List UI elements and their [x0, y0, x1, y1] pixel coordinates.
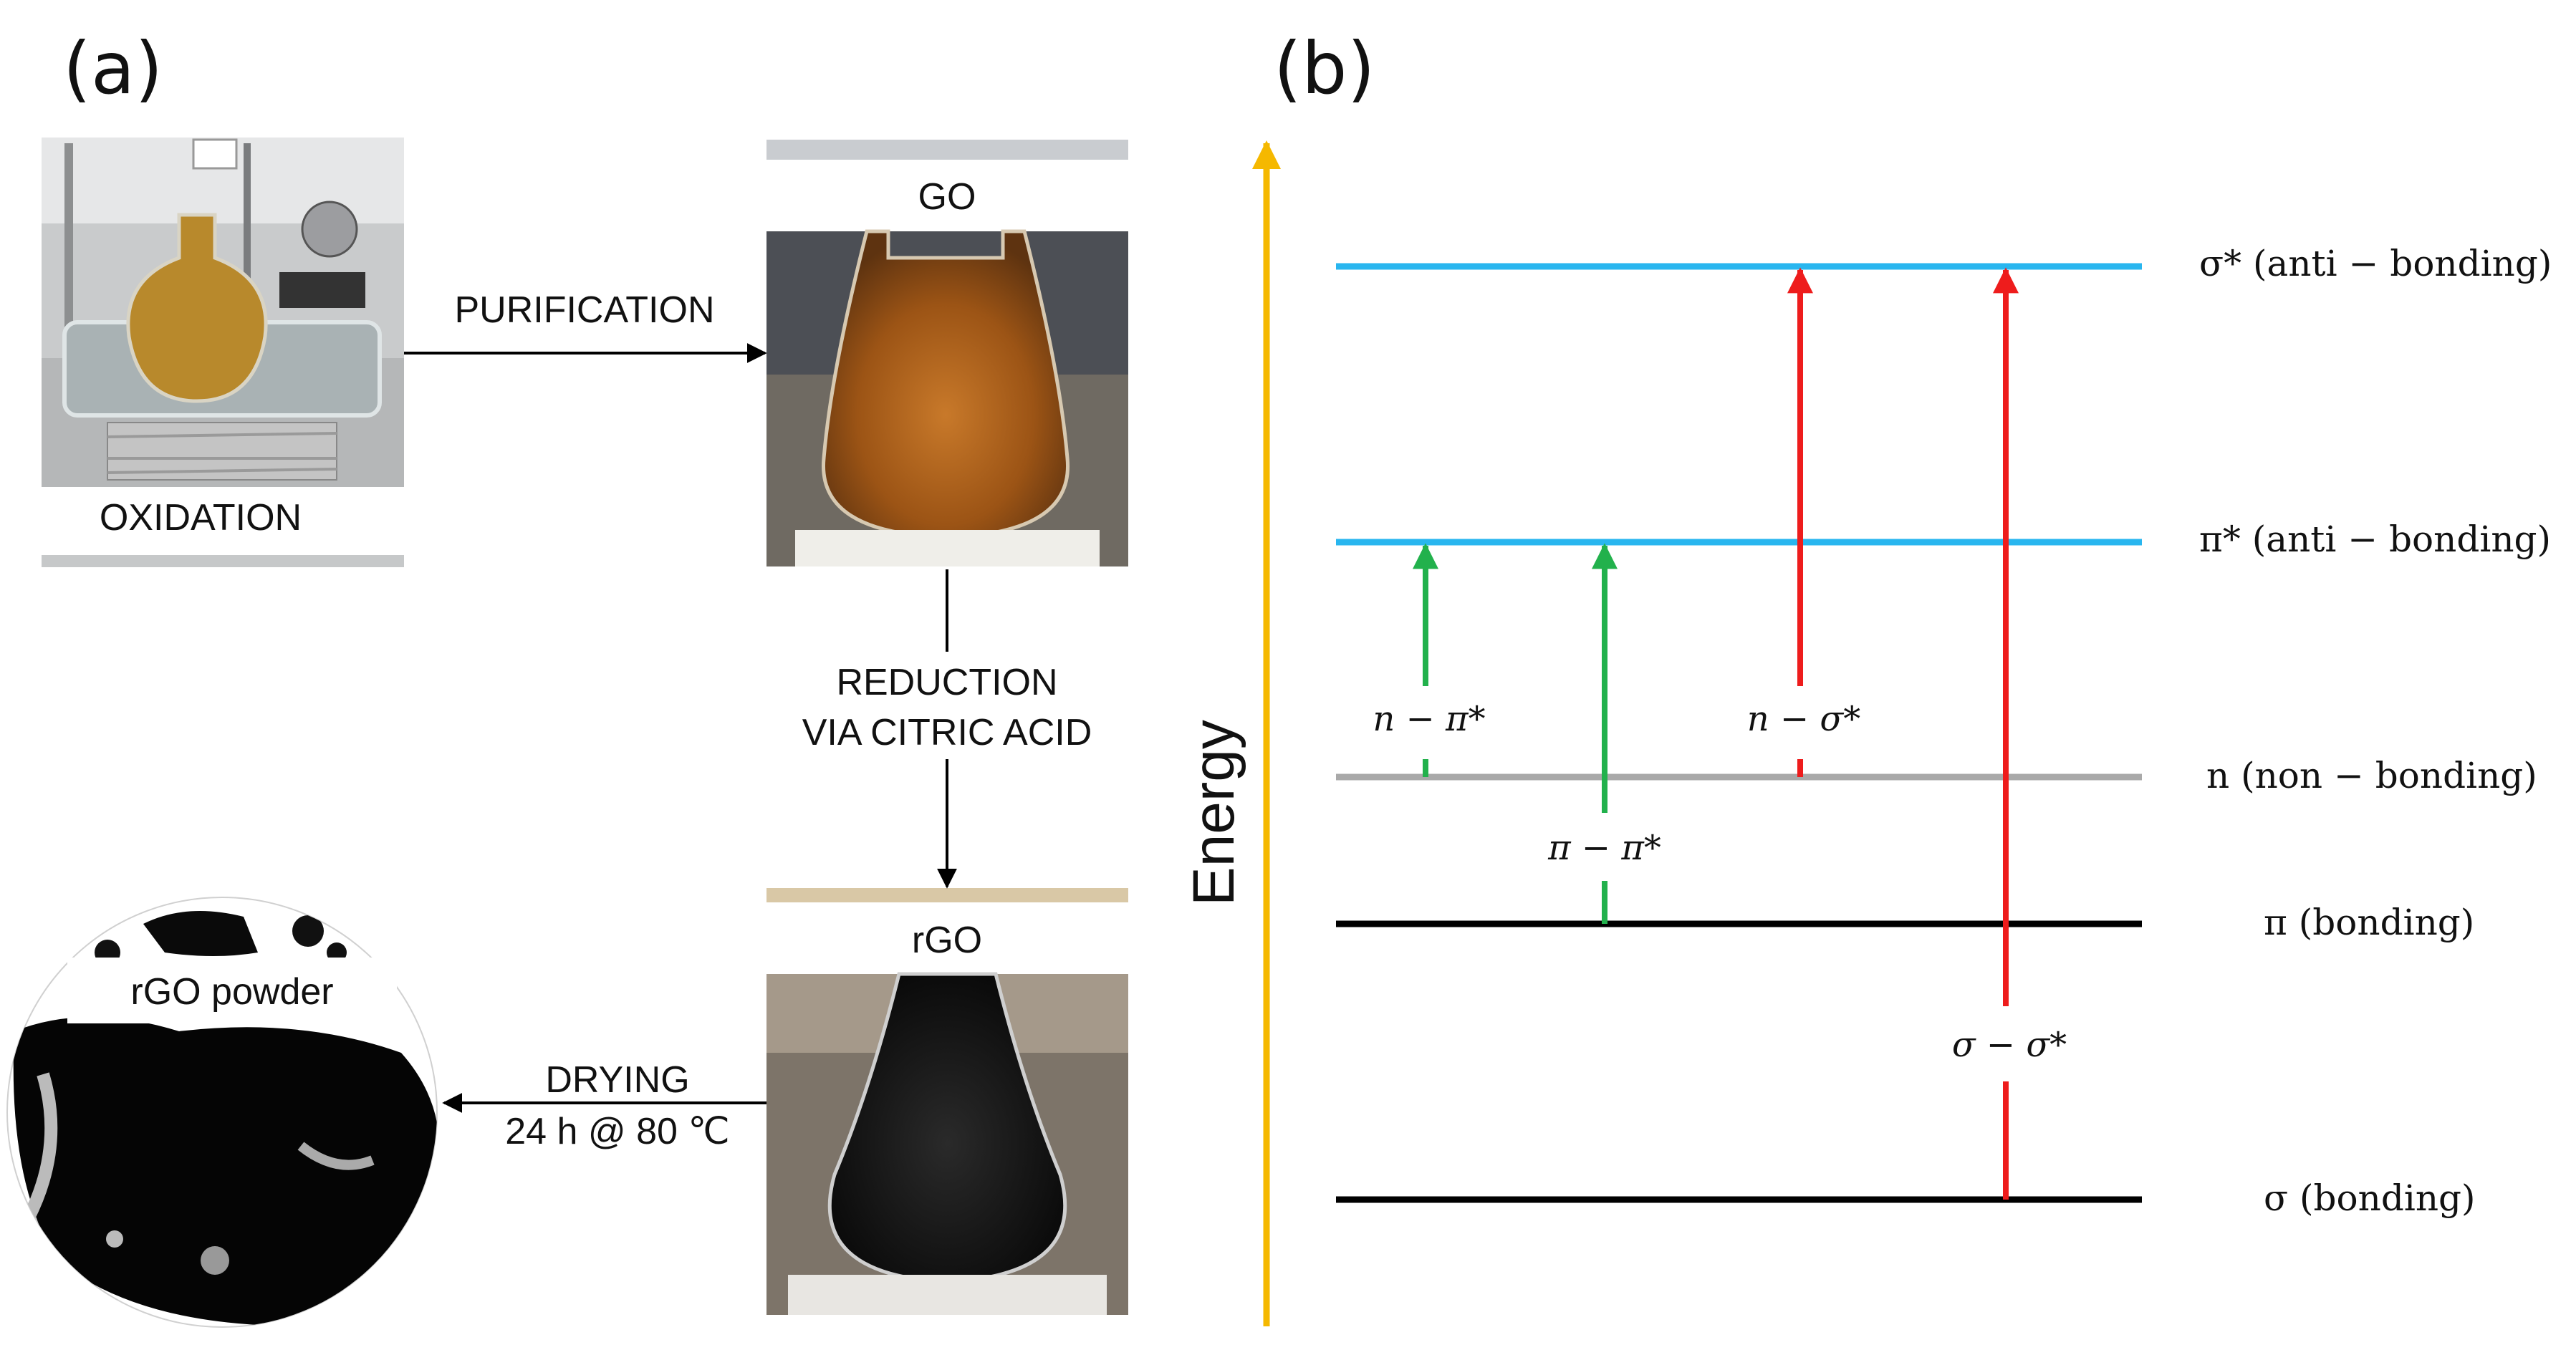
- rgo-powder-image: rGO powder: [6, 897, 438, 1328]
- pi-star-level-label: π* (anti − bonding): [2199, 519, 2551, 560]
- drying-label-line2: 24 h @ 80 ℃: [505, 1111, 730, 1152]
- n-pi-star-label: n − π*: [1373, 699, 1485, 739]
- reduction-label-line2: VIA CITRIC ACID: [802, 712, 1092, 753]
- go-label: GO: [918, 176, 976, 218]
- rgo-photo: rGO: [766, 888, 1128, 1315]
- panel-b-label: (b): [1274, 26, 1375, 110]
- sigma-star-level-label: σ* (anti − bonding): [2199, 243, 2552, 284]
- pi-level-label: π (bonding): [2264, 902, 2474, 943]
- reduction-label-line1: REDUCTION: [836, 662, 1057, 703]
- rgo-powder-label: rGO powder: [130, 971, 333, 1013]
- panel-a-label: (a): [63, 26, 163, 110]
- n-level-label: n (non − bonding): [2206, 755, 2537, 796]
- go-photo: GO: [766, 140, 1128, 566]
- rgo-label: rGO: [912, 920, 982, 961]
- drying-label-line1: DRYING: [545, 1059, 689, 1101]
- energy-axis-label: Energy: [1181, 720, 1246, 906]
- oxidation-label: OXIDATION: [100, 497, 302, 539]
- sigma-sigma-star-label: σ − σ*: [1952, 1025, 2067, 1065]
- purification-label: PURIFICATION: [454, 289, 714, 331]
- sigma-level-label: σ (bonding): [2264, 1177, 2476, 1219]
- oxidation-photo: OXIDATION: [42, 138, 404, 567]
- pi-pi-star-label: π − π*: [1547, 828, 1661, 868]
- n-sigma-star-label: n − σ*: [1747, 699, 1860, 739]
